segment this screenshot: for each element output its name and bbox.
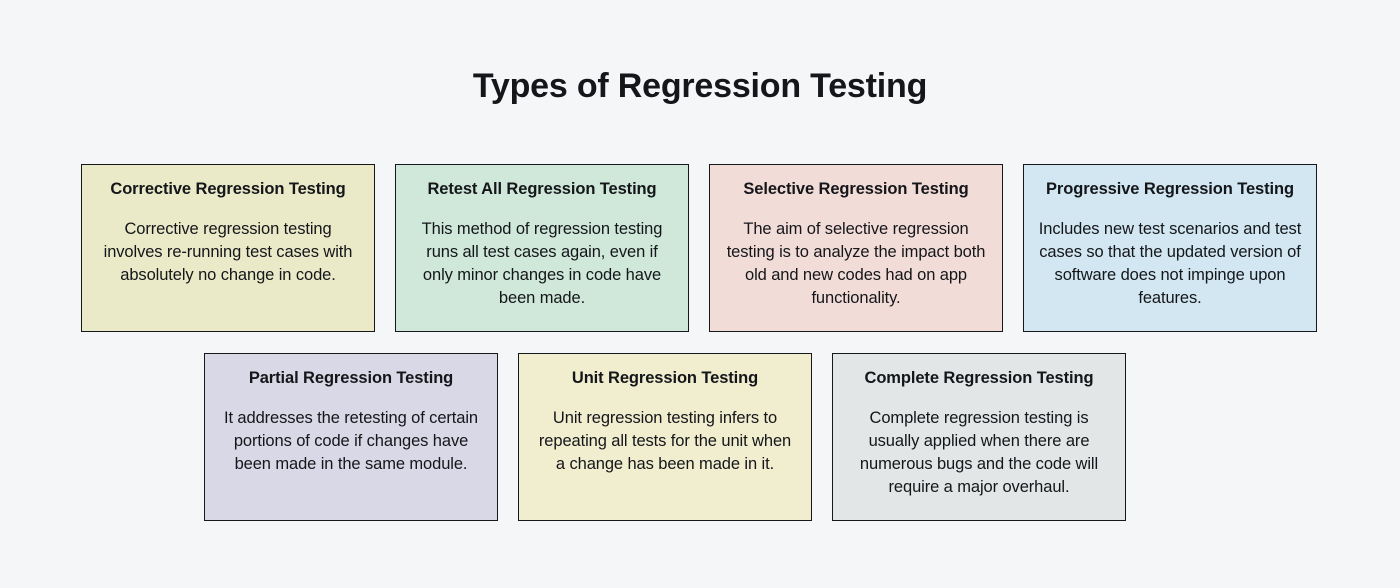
card-title: Selective Regression Testing xyxy=(743,180,969,198)
card-body: Complete regression testing is usually a… xyxy=(859,409,1099,496)
card-body: The aim of selective regression testing … xyxy=(726,220,986,307)
card-body: Unit regression testing infers to repeat… xyxy=(538,409,792,473)
card-retest-all-regression-testing: Retest All Regression Testing This metho… xyxy=(395,164,689,332)
card-body: This method of regression testing runs a… xyxy=(421,220,663,307)
card-complete-regression-testing: Complete Regression Testing Complete reg… xyxy=(832,353,1126,521)
card-progressive-regression-testing: Progressive Regression Testing Includes … xyxy=(1023,164,1317,332)
card-body: It addresses the retesting of certain po… xyxy=(223,409,479,473)
card-body: Corrective regression testing involves r… xyxy=(103,220,353,284)
card-title: Progressive Regression Testing xyxy=(1046,180,1294,198)
card-corrective-regression-testing: Corrective Regression Testing Corrective… xyxy=(81,164,375,332)
card-unit-regression-testing: Unit Regression Testing Unit regression … xyxy=(518,353,812,521)
card-row-2: Partial Regression Testing It addresses … xyxy=(204,353,1126,521)
card-partial-regression-testing: Partial Regression Testing It addresses … xyxy=(204,353,498,521)
card-title: Partial Regression Testing xyxy=(248,369,454,387)
card-title: Corrective Regression Testing xyxy=(110,180,346,198)
page-title: Types of Regression Testing xyxy=(472,67,928,105)
card-title: Complete Regression Testing xyxy=(864,369,1094,387)
card-selective-regression-testing: Selective Regression Testing The aim of … xyxy=(709,164,1003,332)
card-title: Retest All Regression Testing xyxy=(427,180,657,198)
card-title: Unit Regression Testing xyxy=(571,369,759,387)
card-row-1: Corrective Regression Testing Corrective… xyxy=(81,164,1317,332)
card-body: Includes new test scenarios and test cas… xyxy=(1038,220,1302,307)
